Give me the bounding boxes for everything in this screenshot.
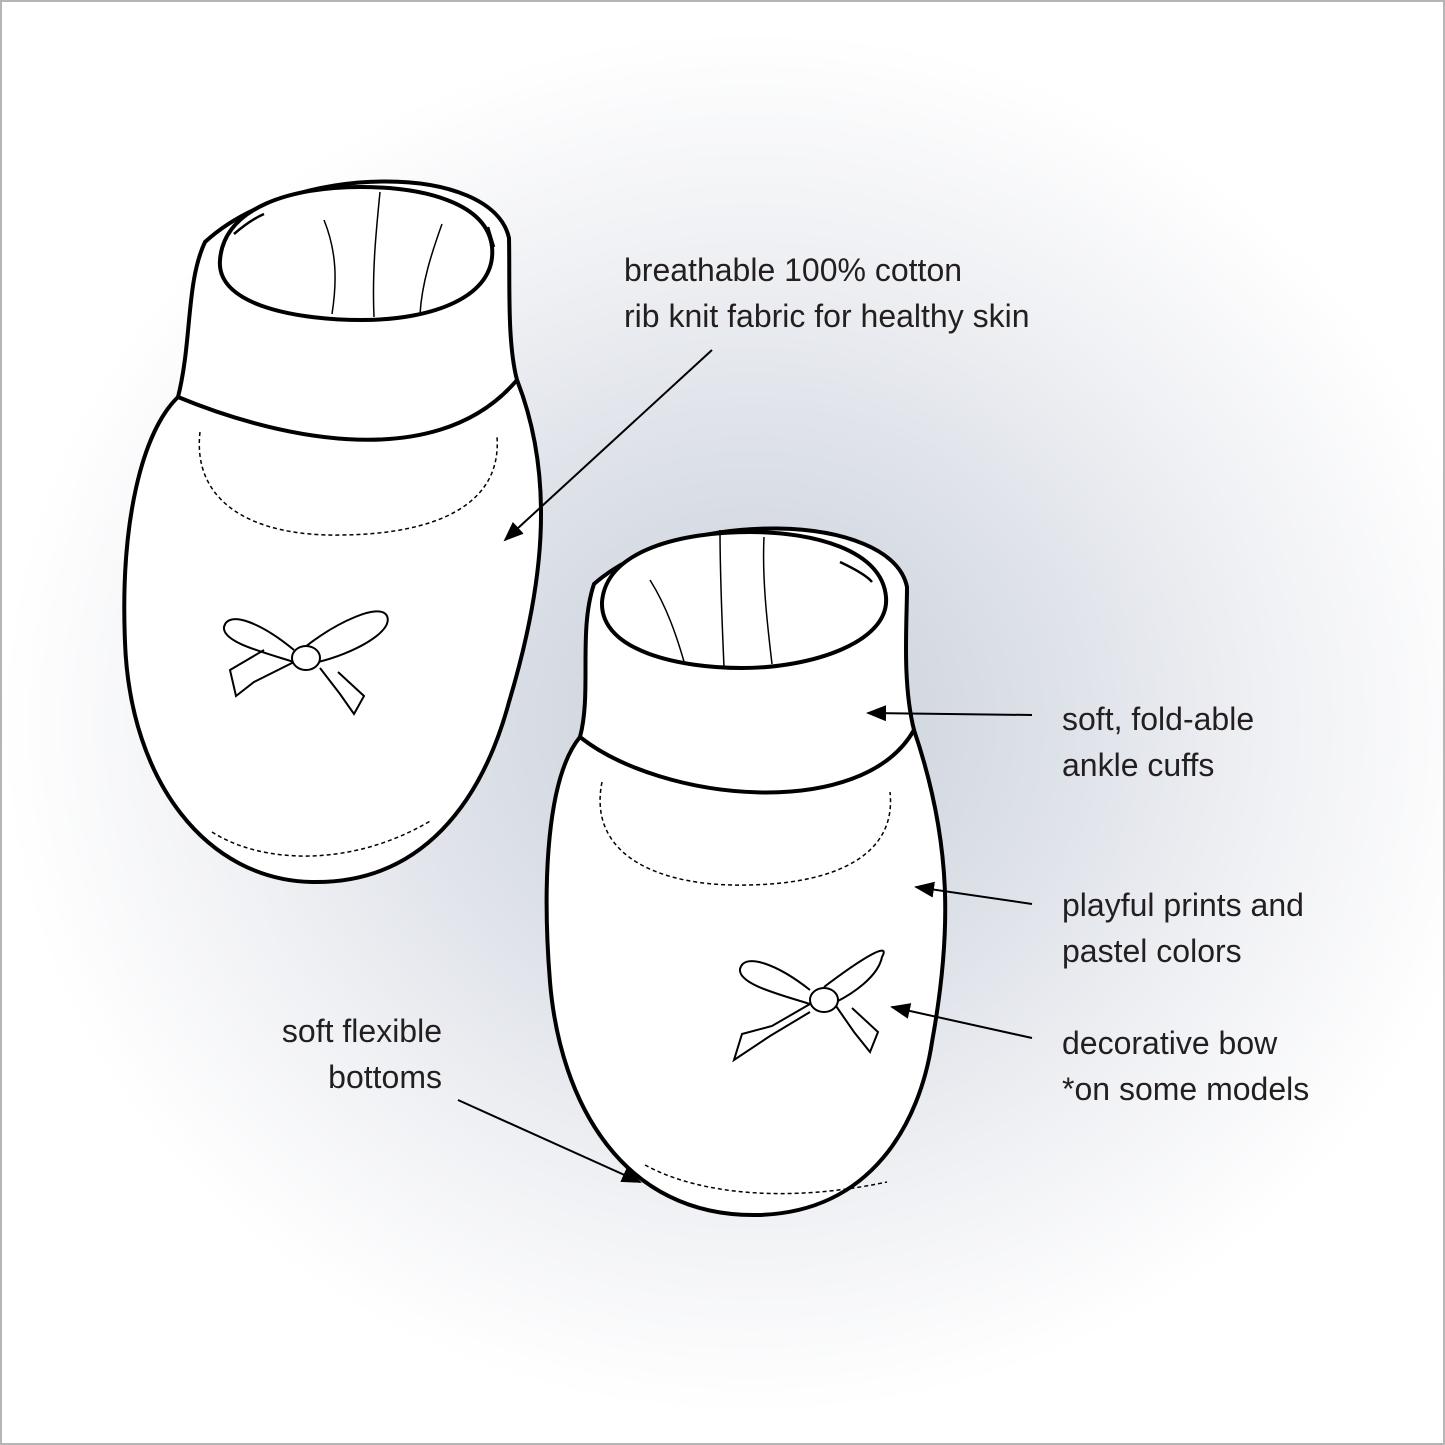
bottoms-callout-line-2: bottoms [328, 1059, 442, 1095]
fabric-arrow [503, 349, 713, 542]
cuffs-callout-line-2: ankle cuffs [1062, 747, 1215, 783]
prints-callout: playful prints and pastel colors [1062, 882, 1304, 974]
cuffs-callout: soft, fold-able ankle cuffs [1062, 696, 1254, 788]
bow-callout-line-1: decorative bow [1062, 1025, 1278, 1061]
left-bootie-sole-seam [211, 819, 433, 857]
left-bootie-vamp-seam [198, 431, 498, 536]
left-bootie [122, 179, 544, 885]
prints-callout-line-1: playful prints and [1062, 887, 1304, 923]
right-bootie-body [544, 726, 948, 1218]
bottoms-callout-line-1: soft flexible [281, 1013, 442, 1049]
cuffs-callout-line-1: soft, fold-able [1062, 701, 1255, 737]
left-bootie-body [122, 377, 544, 885]
cuffs-arrow [866, 705, 1033, 722]
bottoms-arrow [457, 1099, 642, 1183]
bow-callout-line-2: *on some models [1062, 1071, 1310, 1107]
left-bootie-rib-lines [323, 191, 443, 318]
left-bootie-bow-icon [223, 610, 389, 716]
right-bootie-sole-seam [644, 1164, 888, 1195]
prints-callout-line-2: pastel colors [1062, 933, 1242, 969]
bottoms-callout: soft flexible bottoms [240, 1008, 442, 1100]
fabric-callout-line-2: rib knit fabric for healthy skin [624, 298, 1030, 334]
left-bootie-opening-rim-right [486, 226, 496, 248]
bow-callout: decorative bow *on some models [1062, 1020, 1309, 1112]
right-bootie-vamp-seam [599, 781, 892, 886]
right-bootie [544, 526, 948, 1218]
right-bootie-bow-icon [732, 949, 885, 1063]
right-bootie-opening-rim [839, 560, 873, 583]
fabric-callout-line-1: breathable 100% cotton [624, 252, 963, 288]
bow-arrow [890, 1003, 1033, 1039]
right-bootie-opening [599, 529, 889, 671]
fabric-callout: breathable 100% cotton rib knit fabric f… [624, 247, 1030, 339]
prints-arrow [914, 881, 1033, 905]
left-bootie-opening [217, 184, 495, 323]
right-bootie-rib-lines [649, 529, 773, 668]
left-bootie-opening-rim [233, 212, 265, 235]
